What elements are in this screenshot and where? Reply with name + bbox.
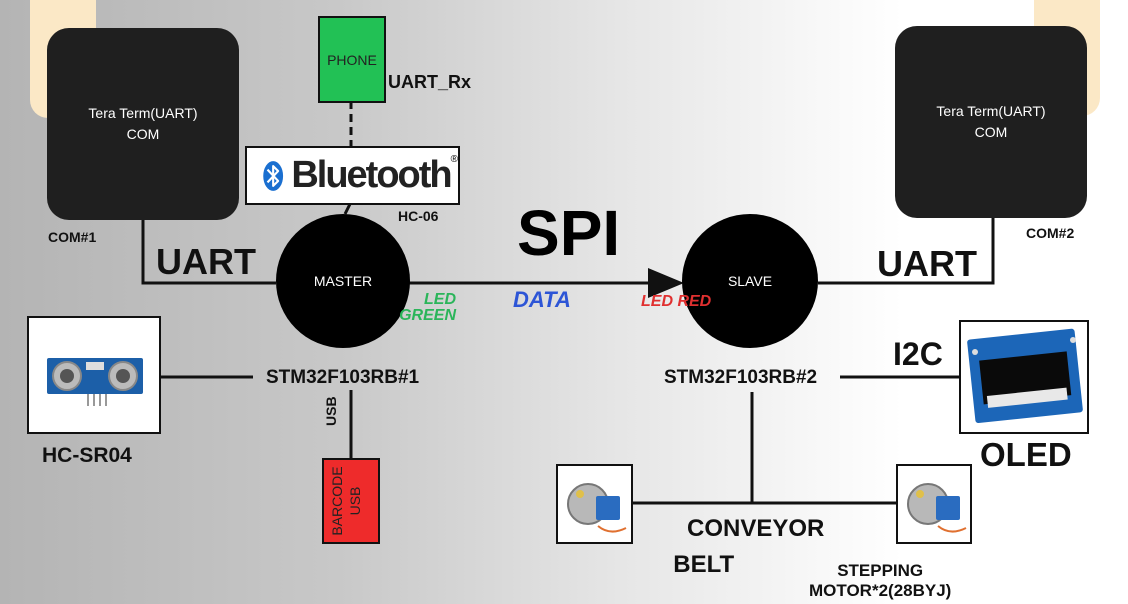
com1-label: COM#1 [48, 229, 97, 245]
stepper-motor-icon [907, 483, 967, 533]
conveyor-line1: CONVEYOR [687, 515, 825, 542]
ultrasonic-sensor-icon [47, 358, 143, 406]
terminal-right-com: COM [974, 124, 1008, 140]
stepping-line1: STEPPING [837, 561, 924, 580]
led-red-label: LED RED [641, 293, 712, 310]
led-green-label: LED GREEN [398, 292, 456, 324]
terminal-left-title: Tera Term(UART) [88, 105, 198, 121]
com2-label: COM#2 [1026, 225, 1075, 241]
slave-label: SLAVE [727, 273, 773, 289]
stepping-label: STEPPING MOTOR*2(28BYJ) [809, 561, 951, 601]
barcode-text: BARCODE USB [328, 462, 364, 540]
terminal-left: Tera Term(UART) COM [47, 28, 239, 220]
barcode-line1: BARCODE [329, 466, 345, 536]
data-label: DATA [513, 287, 571, 312]
conveyor-line2: BELT [673, 551, 735, 578]
master-node: MASTER [276, 214, 410, 348]
led-green-line2: GREEN [399, 307, 456, 324]
usb-label: USB [323, 396, 339, 426]
slave-node: SLAVE [682, 214, 818, 348]
phone-box: PHONE [318, 16, 386, 103]
i2c-label: I2C [893, 336, 943, 372]
stm2-label: STM32F103RB#2 [664, 367, 818, 388]
hcsr04-image [27, 316, 161, 434]
conveyor-label: CONVEYOR BELT [673, 511, 825, 583]
uart-rx-label: UART_Rx [388, 72, 472, 92]
barcode-line2: USB [347, 486, 363, 516]
spi-label: SPI [517, 197, 621, 269]
uart-left-label: UART [156, 241, 256, 282]
phone-label: PHONE [327, 51, 377, 68]
bluetooth-logo-icon [263, 160, 284, 191]
bluetooth-logo: Bluetooth ® [245, 146, 460, 205]
oled-display-icon [967, 328, 1083, 424]
master-label: MASTER [313, 273, 373, 289]
uart-right-wire [818, 218, 995, 285]
motor-right-image [896, 464, 972, 544]
oled-label: OLED [980, 436, 1072, 473]
hc06-label: HC-06 [398, 208, 439, 224]
barcode-box: BARCODE USB [322, 458, 380, 544]
uart-right-label: UART [877, 243, 977, 284]
terminal-left-com: COM [126, 126, 160, 142]
bluetooth-registered: ® [450, 154, 458, 165]
stepper-motor-icon [567, 483, 627, 533]
bluetooth-wordmark: Bluetooth [291, 154, 452, 196]
terminal-right-title: Tera Term(UART) [936, 103, 1046, 119]
motor-left-image [556, 464, 633, 544]
terminal-right: Tera Term(UART) COM [895, 26, 1087, 218]
stepping-line2: MOTOR*2(28BYJ) [809, 581, 952, 600]
oled-image [959, 320, 1089, 434]
led-green-line1: LED [424, 291, 456, 308]
hcsr04-label: HC-SR04 [42, 444, 132, 467]
stm1-label: STM32F103RB#1 [266, 367, 420, 388]
uart-left-wire [141, 218, 276, 285]
